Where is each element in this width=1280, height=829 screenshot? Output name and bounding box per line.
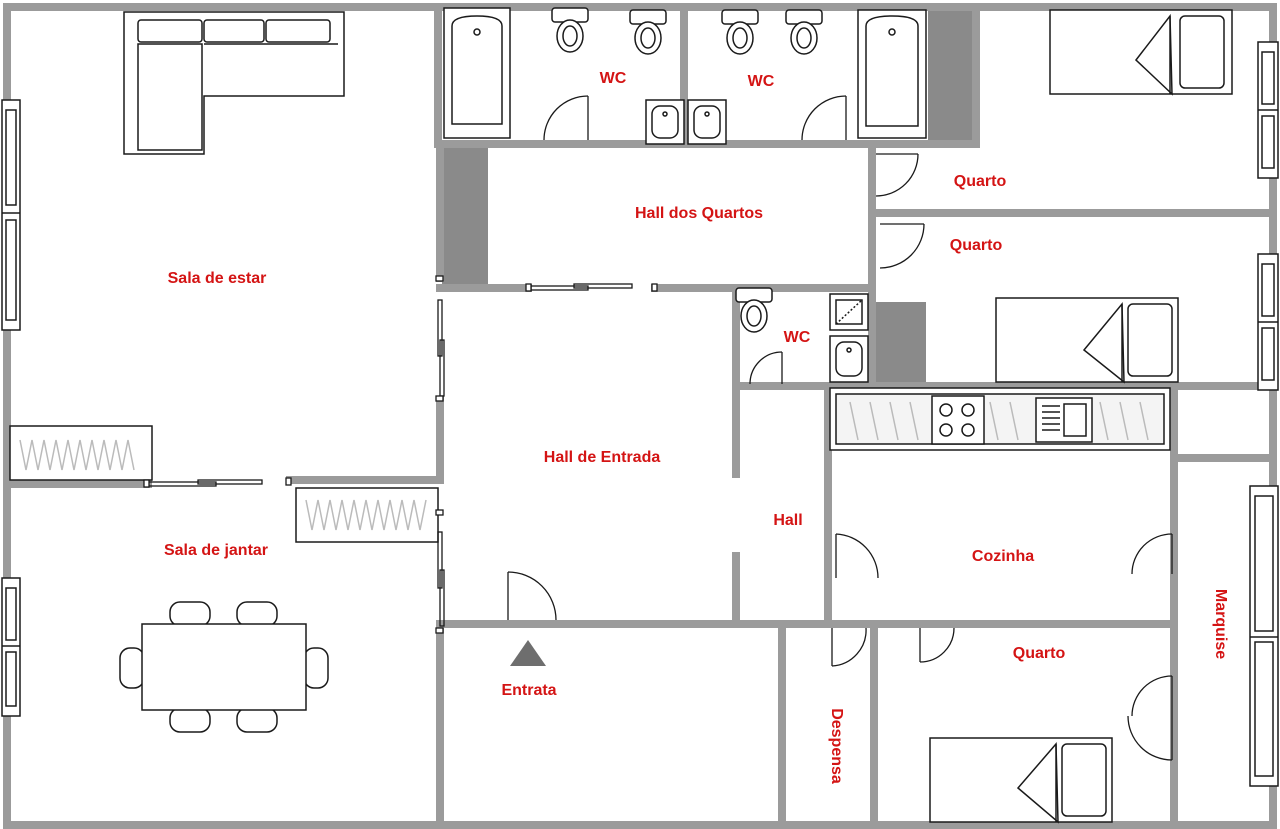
room-label-hall-quartos: Hall dos Quartos <box>634 205 764 222</box>
door-icon <box>801 95 847 141</box>
shafts <box>434 6 976 384</box>
window-icon <box>1257 41 1279 179</box>
door-icon <box>749 351 783 385</box>
bathtub-icon <box>857 9 927 139</box>
sliding-door <box>435 275 445 402</box>
bed-icon <box>929 737 1113 824</box>
toilet-icon <box>785 9 823 55</box>
room-label-wc-2: WC <box>747 73 775 90</box>
door-icon <box>875 153 919 197</box>
sink-icon <box>829 293 869 331</box>
cabinet <box>295 487 439 543</box>
room-label-wc-1: WC <box>599 70 627 87</box>
room-label-hall-entrada: Hall de Entrada <box>543 449 661 466</box>
room-label-despensa: Despensa <box>828 708 845 784</box>
room-label-entrata: Entrata <box>501 682 557 699</box>
window-icon <box>1 577 21 717</box>
shaft-wc-right <box>928 6 976 140</box>
stove-icon <box>931 395 985 445</box>
door-icon <box>919 627 955 663</box>
door-icon <box>507 571 557 621</box>
window-icon <box>1257 253 1279 391</box>
sink-icon <box>645 99 685 145</box>
entrance-triangle-icon <box>510 640 546 666</box>
door-icon <box>1127 715 1173 761</box>
toilet-icon <box>551 7 589 53</box>
cabinet <box>9 425 153 481</box>
shaft-wc-small <box>876 302 926 384</box>
door-icon <box>879 223 925 269</box>
bed-icon <box>995 297 1179 384</box>
doors <box>143 95 1173 761</box>
door-icon <box>835 533 879 579</box>
sofa-icon <box>123 11 345 155</box>
bathtub-icon <box>443 7 511 139</box>
toilet-icon <box>629 9 667 55</box>
door-icon <box>543 95 589 141</box>
windows <box>1 41 1279 787</box>
toilet-icon <box>721 9 759 55</box>
sink-icon <box>687 99 727 145</box>
toilet-icon <box>735 287 773 333</box>
door-icon <box>1131 675 1173 717</box>
dining-table-icon <box>119 601 329 733</box>
bed-icon <box>1049 9 1233 96</box>
kitchen-counter <box>829 387 1171 451</box>
door-icon <box>831 627 867 667</box>
room-label-sala-estar: Sala de estar <box>167 270 267 287</box>
window-icon <box>1249 485 1279 787</box>
room-label-sala-jantar: Sala de jantar <box>163 542 269 559</box>
room-label-marquise: Marquise <box>1212 588 1229 660</box>
outer-wall <box>3 3 1277 829</box>
room-label-quarto-1: Quarto <box>953 173 1007 190</box>
room-label-quarto-2: Quarto <box>949 237 1003 254</box>
shaft-hall-quartos <box>442 148 488 290</box>
sliding-door <box>143 477 292 488</box>
room-label-cozinha: Cozinha <box>971 548 1035 565</box>
sliding-door <box>435 509 445 634</box>
sink-icon <box>829 335 869 383</box>
room-label-quarto-3: Quarto <box>1012 645 1066 662</box>
window-icon <box>1 99 21 331</box>
room-label-wc-3: WC <box>783 329 811 346</box>
room-label-hall: Hall <box>773 512 803 529</box>
sink-icon <box>1035 397 1093 443</box>
furniture <box>9 7 1233 824</box>
sliding-door <box>525 283 658 292</box>
door-icon <box>1131 533 1173 575</box>
